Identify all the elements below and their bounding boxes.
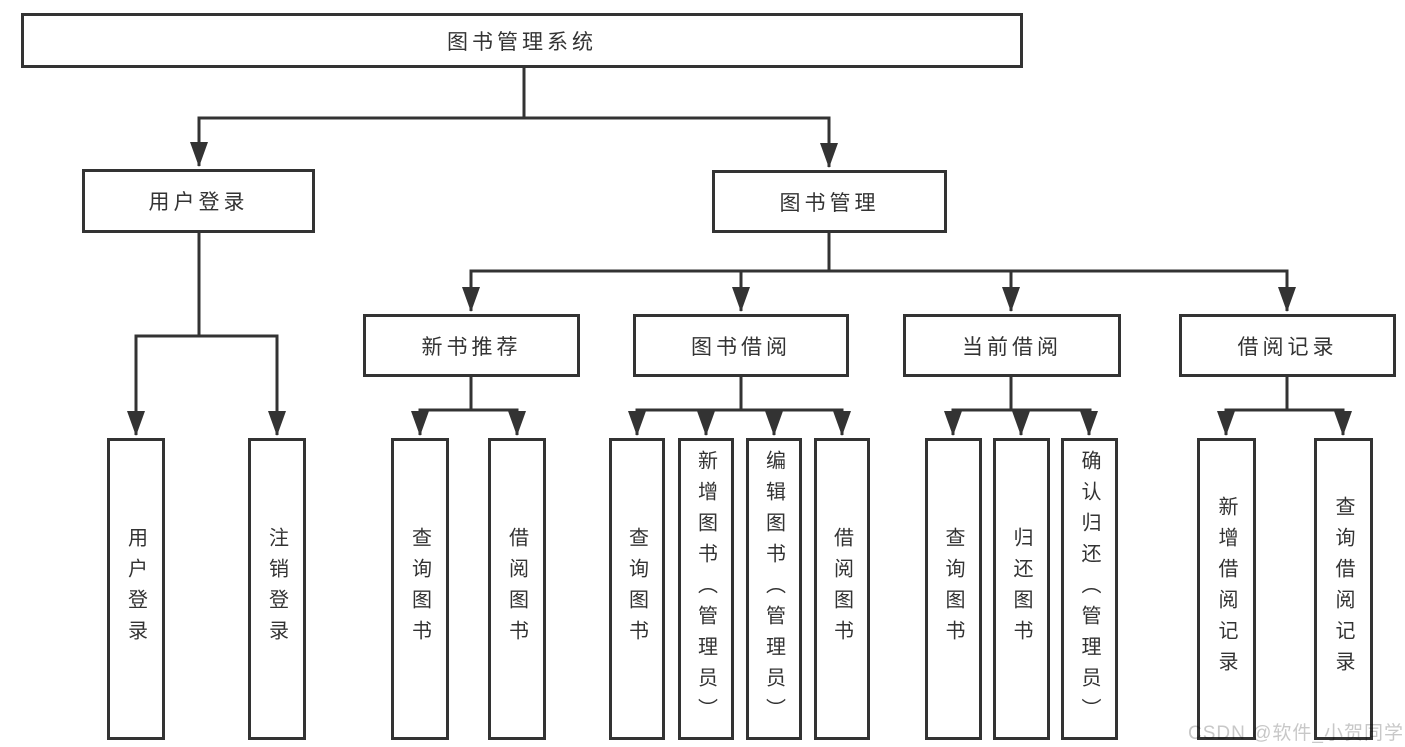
leaf-add-book-admin: 新增图书（管理员） <box>678 438 734 740</box>
leaf-query-books-current: 查询图书 <box>925 438 982 740</box>
node-current-borrow: 当前借阅 <box>903 314 1121 377</box>
leaf-borrow-books: 借阅图书 <box>814 438 870 740</box>
leaf-query-books-borrow: 查询图书 <box>609 438 665 740</box>
node-root: 图书管理系统 <box>21 13 1023 68</box>
leaf-borrow-books-recommend: 借阅图书 <box>488 438 546 740</box>
node-book-borrow: 图书借阅 <box>633 314 849 377</box>
leaf-confirm-return-admin: 确认归还（管理员） <box>1061 438 1118 740</box>
leaf-add-borrow-record: 新增借阅记录 <box>1197 438 1256 740</box>
leaf-edit-book-admin: 编辑图书（管理员） <box>746 438 802 740</box>
leaf-query-borrow-record: 查询借阅记录 <box>1314 438 1373 740</box>
node-user-login: 用户登录 <box>82 169 315 233</box>
leaf-user-login: 用户登录 <box>107 438 165 740</box>
csdn-watermark: CSDN @软件_小贺同学 <box>1188 723 1404 744</box>
leaf-logout: 注销登录 <box>248 438 306 740</box>
node-new-book-recommend: 新书推荐 <box>363 314 580 377</box>
leaf-return-book: 归还图书 <box>993 438 1050 740</box>
leaf-query-books-recommend: 查询图书 <box>391 438 449 740</box>
node-borrow-records: 借阅记录 <box>1179 314 1396 377</box>
tree-branch-lines <box>134 66 1345 412</box>
node-book-management: 图书管理 <box>712 170 947 233</box>
